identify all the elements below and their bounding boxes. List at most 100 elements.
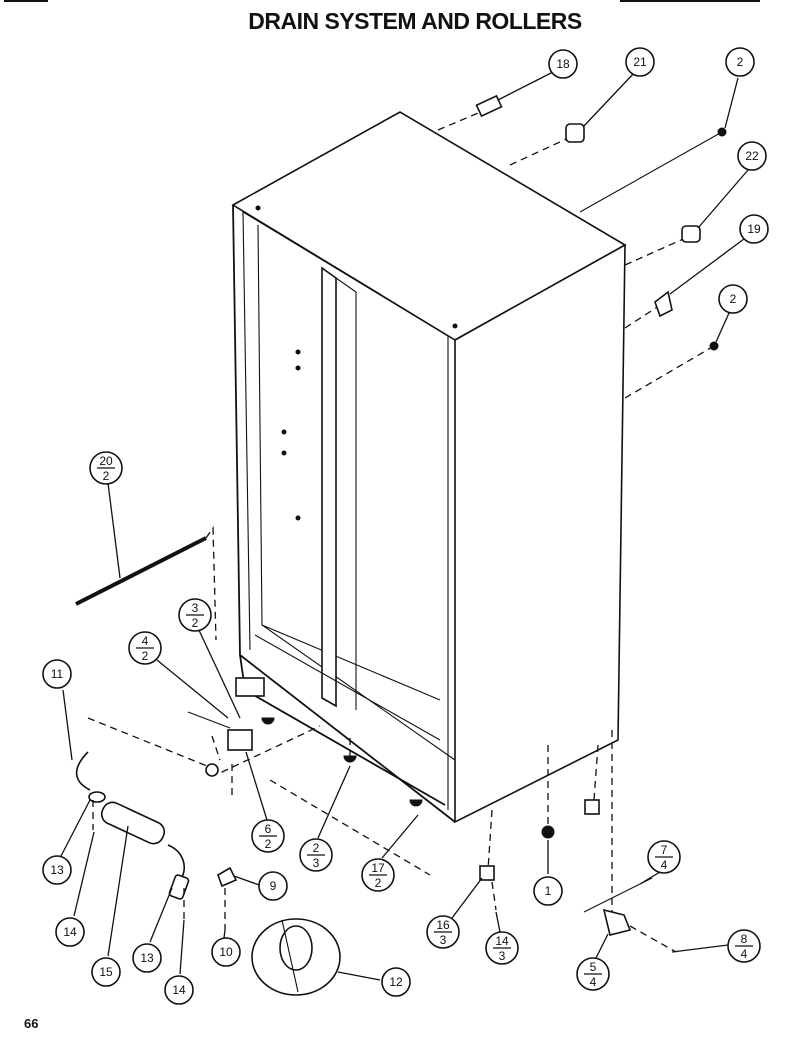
callout-quantity: 2 [142,649,149,663]
leader-16-dash [487,809,493,871]
drain-tube-20 [75,526,217,641]
callout-number: 17 [371,861,385,875]
cabinet-body [231,111,627,824]
callout-quantity: 3 [313,856,320,870]
leader-14c-dash [491,881,497,911]
leader-20-dash [205,526,217,641]
callout-c1: 1 [533,876,563,906]
part-21-bushing [565,123,585,143]
callout-quantity: 4 [661,858,668,872]
screw-hole [295,515,301,521]
callout-c4: 42 [128,631,162,665]
callout-leaders [59,71,749,981]
callout-circle [164,975,194,1005]
callout-c11: 11 [42,659,72,689]
callout-circle [533,876,563,906]
callout-c16: 163 [426,915,460,949]
callout-quantity: 2 [375,876,382,890]
top-rule-right [620,0,760,2]
callout-circle [718,284,748,314]
callout-number: 2 [313,841,320,855]
callout-quantity: 4 [741,947,748,961]
callout-number: 4 [142,634,149,648]
screw-hole [255,205,261,211]
inner-floor [261,624,441,701]
callout-circle [381,967,411,997]
callout-number: 19 [747,222,761,236]
callout-circle [42,659,72,689]
screw-hole [295,349,301,355]
part-16-leveler [479,865,495,881]
roller-front-right [409,799,423,807]
page-number: 66 [24,1016,39,1031]
callout-number: 13 [50,863,64,877]
callout-circle [625,47,655,77]
part-6-fitting [227,729,253,751]
part-4-screw [187,711,231,729]
callout-number: 10 [219,945,233,959]
mullion-side [335,277,357,710]
callout-number: 14 [63,925,77,939]
callout-number: 3 [192,601,199,615]
part-1-roller [541,825,555,839]
screw-hole [452,323,458,329]
front-left-inner [242,211,251,651]
callout-c20: 202 [89,451,123,485]
callout-c5: 54 [576,957,610,991]
callout-number: 20 [99,454,113,468]
callout-c14b: 14 [164,975,194,1005]
callout-c2a: 2 [725,47,755,77]
leader-rear-dash [593,744,599,801]
callout-c6: 62 [251,819,285,853]
callout-number: 1 [545,884,552,898]
callout-number: 6 [265,822,272,836]
callout-number: 15 [99,965,113,979]
part-15-heater-tube [100,801,166,845]
callout-quantity: 4 [590,975,597,989]
callout-c7: 74 [647,840,681,874]
callout-circle [725,47,755,77]
callout-number: 8 [741,932,748,946]
callout-quantity: 2 [192,616,199,630]
callout-quantity: 3 [499,949,506,963]
leader-18-dash [437,107,491,131]
part-5-roller [602,908,632,936]
callout-number: 14 [172,983,186,997]
callout-number: 14 [495,934,509,948]
callout-number: 5 [590,960,597,974]
callout-c21: 21 [625,47,655,77]
callout-circle [548,49,578,79]
part-13-clamp-upper [88,791,106,803]
top-parts [437,94,727,399]
screw-hole [295,365,301,371]
callout-c8: 84 [727,929,761,963]
callout-circle [211,937,241,967]
part-12-seam [281,919,299,993]
leader-19-dash [624,303,663,329]
drain-hose-assembly [75,677,431,996]
callout-c2b: 2 [718,284,748,314]
callout-circle [739,214,769,244]
callout-number: 16 [436,918,450,932]
callout-number: 7 [661,843,668,857]
roller-parts [261,717,677,953]
callout-c19: 19 [739,214,769,244]
callout-c15: 15 [91,957,121,987]
callout-c3: 32 [178,598,212,632]
callout-c14c: 143 [485,931,519,965]
callout-circle [132,943,162,973]
part-9-clip [217,866,238,888]
leader-21-dash [509,134,576,166]
callout-quantity: 2 [103,469,110,483]
callout-number: 12 [389,975,403,989]
part-grommet [205,763,219,777]
part-12-drain-pan-hole [279,925,313,971]
part-rear-leveler [584,799,600,815]
callout-quantity: 2 [265,837,272,851]
leader-2b-dash [624,345,715,399]
part-2-screw-top [717,127,727,137]
callout-number: 2 [737,55,744,69]
